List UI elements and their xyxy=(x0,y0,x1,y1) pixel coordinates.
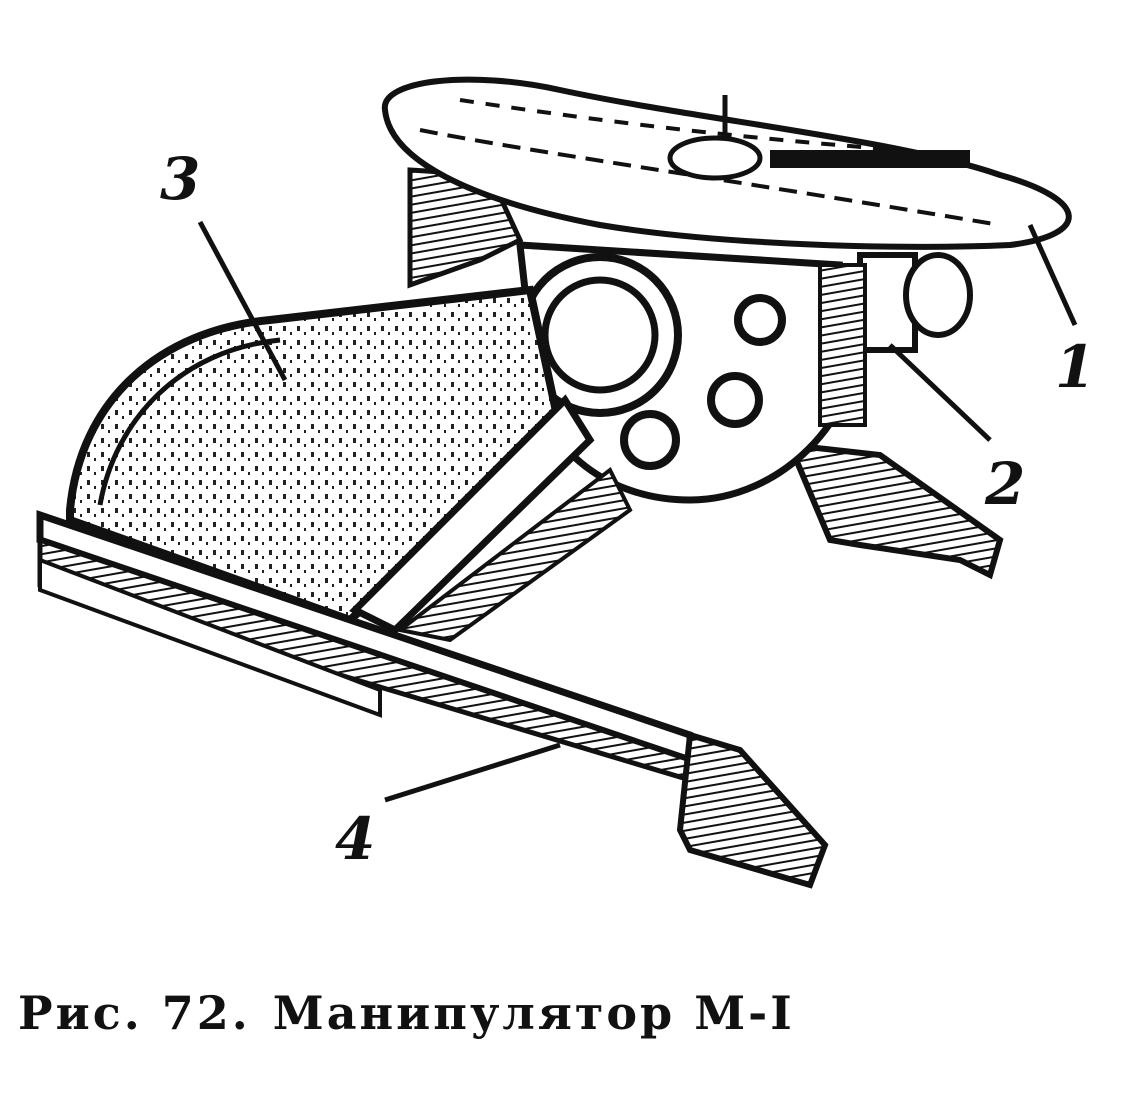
leader-1 xyxy=(1027,223,1078,327)
callout-3: 3 xyxy=(160,145,201,213)
leader-4 xyxy=(384,742,561,803)
rotary-table xyxy=(381,76,1072,250)
callout-4: 4 xyxy=(335,805,376,873)
callout-2: 2 xyxy=(985,450,1026,518)
base-rail xyxy=(36,510,829,889)
figure-caption: Рис. 72. Манипулятор М-I xyxy=(18,986,795,1040)
leader-lines xyxy=(197,95,1078,803)
leader-2 xyxy=(888,343,992,442)
tilting-bracket xyxy=(66,285,633,643)
base-leg-right xyxy=(785,441,1004,580)
figure-title: Манипулятор М-I xyxy=(272,986,795,1040)
side-knob xyxy=(857,252,973,353)
figure-label: Рис. 72. xyxy=(18,986,251,1040)
leader-3 xyxy=(197,220,288,382)
callout-1: 1 xyxy=(1055,333,1096,401)
